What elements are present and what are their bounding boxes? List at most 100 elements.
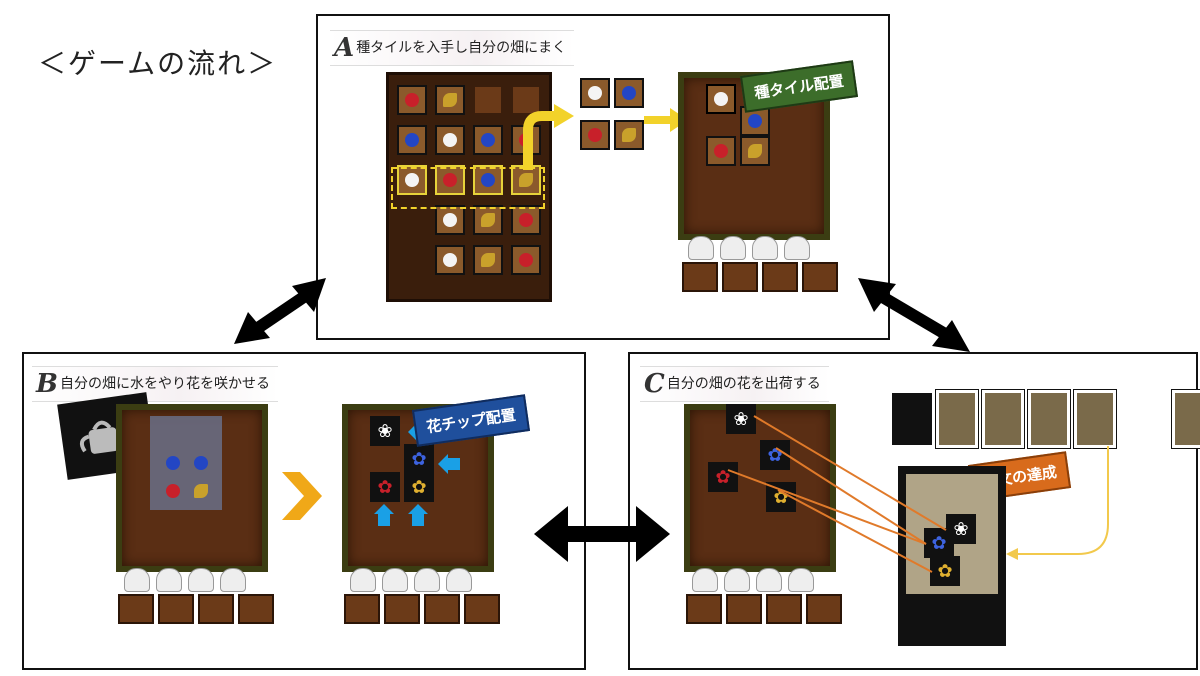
seed-tile[interactable] bbox=[580, 120, 610, 150]
watered-seed bbox=[194, 456, 208, 470]
player-field-c: ❀ ✿ ✿ ✿ bbox=[684, 404, 836, 572]
flower-chip-icon: ✿ bbox=[404, 444, 434, 474]
watered-seed bbox=[166, 484, 180, 498]
shelf-gap bbox=[397, 205, 427, 235]
flower-chip-icon: ❀ bbox=[726, 404, 756, 434]
crate bbox=[384, 594, 420, 624]
cycle-arrow-b-c bbox=[534, 506, 670, 562]
seed-tile-selected[interactable] bbox=[473, 165, 503, 195]
seed-tile[interactable] bbox=[473, 245, 503, 275]
seed-tile[interactable] bbox=[580, 78, 610, 108]
pot bbox=[720, 236, 746, 260]
seed-tile[interactable] bbox=[435, 85, 465, 115]
pot bbox=[220, 568, 246, 592]
order-card[interactable] bbox=[1073, 389, 1117, 449]
pot bbox=[188, 568, 214, 592]
pot bbox=[124, 568, 150, 592]
seed-tile[interactable] bbox=[511, 205, 541, 235]
seed-tile[interactable] bbox=[511, 245, 541, 275]
placed-tile bbox=[706, 136, 736, 166]
pot bbox=[756, 568, 782, 592]
seed-tile[interactable] bbox=[397, 85, 427, 115]
order-card[interactable] bbox=[1027, 389, 1071, 449]
blue-arrow-icon bbox=[374, 504, 394, 526]
pot-decoration bbox=[511, 85, 541, 115]
step-c-text: 自分の畑の花を出荷する bbox=[666, 376, 821, 392]
crate bbox=[464, 594, 500, 624]
pot bbox=[784, 236, 810, 260]
order-card-row bbox=[892, 389, 1200, 449]
step-b-text: 自分の畑に水をやり花を咲かせる bbox=[59, 376, 270, 392]
step-b-letter: B bbox=[36, 369, 58, 399]
selected-row-highlight bbox=[391, 167, 545, 209]
pot-row bbox=[350, 568, 472, 592]
step-a-text: 種タイルを入手し自分の畑にまく bbox=[356, 40, 567, 56]
pot bbox=[414, 568, 440, 592]
picked-tiles-top bbox=[580, 78, 644, 108]
watered-seed bbox=[194, 484, 208, 498]
page-title: ＜ゲームの流れ＞ bbox=[38, 47, 278, 80]
crate-row bbox=[344, 594, 500, 624]
seed-tile[interactable] bbox=[473, 125, 503, 155]
seed-tile[interactable] bbox=[473, 205, 503, 235]
crate bbox=[344, 594, 380, 624]
seed-tile[interactable] bbox=[614, 78, 644, 108]
placed-tile bbox=[706, 84, 736, 114]
shelf-gap bbox=[397, 245, 427, 275]
crate-row bbox=[686, 594, 842, 624]
pot bbox=[382, 568, 408, 592]
seed-tile-selected[interactable] bbox=[397, 165, 427, 195]
seed-tile[interactable] bbox=[397, 125, 427, 155]
chevron-right-icon bbox=[282, 472, 322, 520]
deck-card[interactable] bbox=[892, 393, 932, 445]
flower-chip-icon: ❀ bbox=[370, 416, 400, 446]
crate bbox=[726, 594, 762, 624]
pot-decoration bbox=[473, 85, 503, 115]
blue-arrow-icon bbox=[438, 454, 460, 474]
order-connector-lines bbox=[727, 415, 1109, 573]
crate bbox=[238, 594, 274, 624]
pot bbox=[688, 236, 714, 260]
crate bbox=[198, 594, 234, 624]
yellow-curved-arrow bbox=[523, 104, 574, 170]
seed-tile[interactable] bbox=[614, 120, 644, 150]
pot-row bbox=[692, 568, 814, 592]
blue-arrow-icon bbox=[408, 504, 428, 526]
cycle-arrow-a-b bbox=[234, 278, 326, 344]
crate bbox=[424, 594, 460, 624]
watered-area bbox=[150, 416, 222, 510]
seed-tile[interactable] bbox=[435, 205, 465, 235]
flower-chip-icon: ✿ bbox=[404, 472, 434, 502]
step-a-letter: A bbox=[334, 33, 355, 63]
flower-chip-icon: ✿ bbox=[708, 462, 738, 492]
crate bbox=[158, 594, 194, 624]
watered-seed bbox=[166, 456, 180, 470]
enlarged-order-card[interactable]: ❀ ✿ ✿ bbox=[898, 466, 1006, 646]
picked-tiles-bottom bbox=[580, 120, 644, 150]
flower-chip-icon: ✿ bbox=[760, 440, 790, 470]
order-card[interactable] bbox=[935, 389, 979, 449]
flower-chip-icon: ✿ bbox=[924, 528, 954, 558]
seed-tile[interactable] bbox=[435, 245, 465, 275]
flower-chip-icon: ✿ bbox=[930, 556, 960, 586]
seed-tile[interactable] bbox=[435, 125, 465, 155]
order-card[interactable] bbox=[981, 389, 1025, 449]
placed-tile bbox=[740, 136, 770, 166]
pot-row bbox=[124, 568, 246, 592]
crate-row bbox=[118, 594, 274, 624]
pot bbox=[156, 568, 182, 592]
step-c-letter: C bbox=[644, 369, 665, 399]
tag-seed-tile-placement: 種タイル配置 bbox=[739, 60, 859, 113]
pot-row bbox=[688, 236, 810, 260]
order-card[interactable] bbox=[1171, 389, 1200, 449]
pot bbox=[724, 568, 750, 592]
seed-tile-selected[interactable] bbox=[435, 165, 465, 195]
cycle-arrow-a-c bbox=[858, 278, 970, 352]
crate bbox=[762, 262, 798, 292]
crate bbox=[686, 594, 722, 624]
